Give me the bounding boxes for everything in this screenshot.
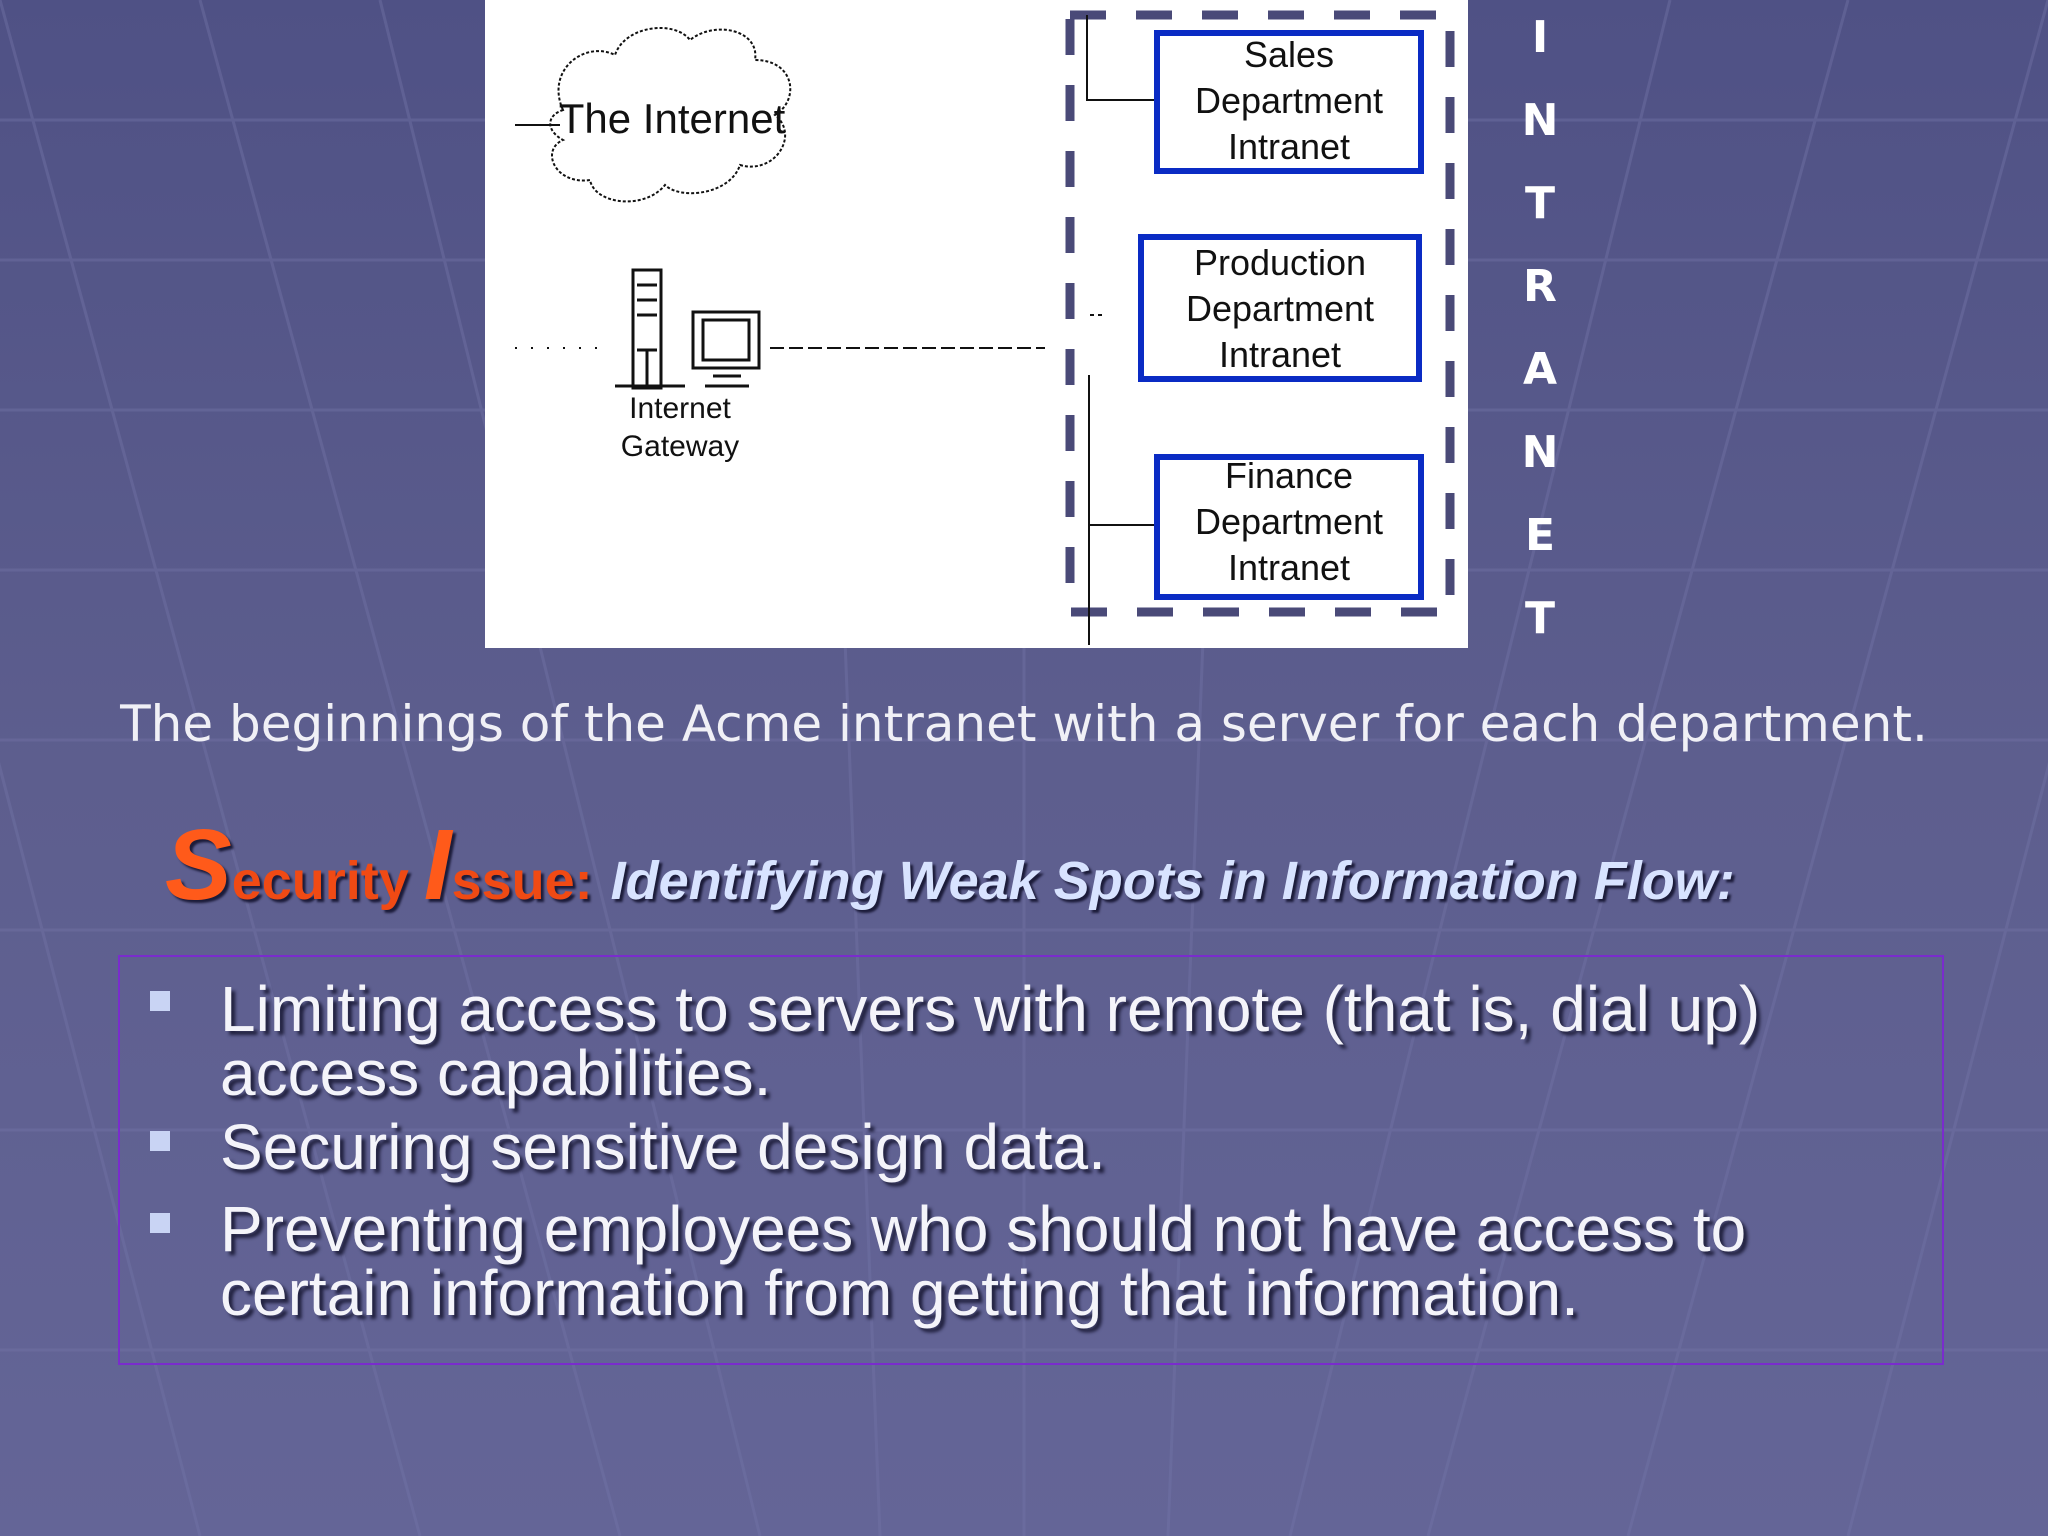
vertical-letter: T bbox=[1524, 178, 1555, 229]
intranet-diagram: The Internet Internet Gateway Sales Depa… bbox=[485, 0, 1468, 648]
gateway-label: Internet Gateway bbox=[620, 392, 740, 463]
finance-intranet-box bbox=[1154, 454, 1424, 600]
internet-label: The Internet bbox=[558, 95, 786, 142]
sales-intranet-box bbox=[1154, 30, 1424, 174]
square-bullet-icon bbox=[150, 991, 170, 1011]
bullet-text: Preventing employees who should not have… bbox=[220, 1193, 1747, 1329]
vertical-letter: R bbox=[1523, 261, 1557, 312]
vertical-intranet-word: I N T R A N E T bbox=[1500, 8, 1580, 672]
vertical-letter: E bbox=[1524, 510, 1556, 561]
vertical-letter: T bbox=[1524, 593, 1555, 644]
square-bullet-icon bbox=[150, 1131, 170, 1151]
bullet-box: Limiting access to servers with remote (… bbox=[118, 955, 1944, 1365]
heading-issue: ssue: bbox=[451, 851, 593, 911]
vertical-letter: I bbox=[1531, 12, 1549, 63]
diagram-lines bbox=[515, 10, 1455, 645]
bullet-text: Limiting access to servers with remote (… bbox=[220, 973, 1761, 1109]
finance-intranet-label: Finance Department Intranet bbox=[1194, 455, 1384, 588]
square-bullet-icon bbox=[150, 1213, 170, 1233]
diagram-caption: The beginnings of the Acme intranet with… bbox=[120, 695, 1928, 753]
bullet-text: Securing sensitive design data. bbox=[220, 1111, 1106, 1183]
heading-cap-s: S bbox=[165, 809, 232, 921]
sales-intranet-label: Sales Department Intranet bbox=[1194, 34, 1384, 167]
vertical-letter: A bbox=[1522, 344, 1558, 395]
heading-cap-i: I bbox=[423, 809, 452, 921]
vertical-letter: N bbox=[1521, 427, 1559, 478]
heading-subtitle: Identifying Weak Spots in Information Fl… bbox=[610, 851, 1735, 911]
production-intranet-box bbox=[1138, 234, 1422, 382]
cloud-icon bbox=[549, 27, 792, 203]
production-intranet-label: Production Department Intranet bbox=[1185, 242, 1375, 375]
gateway-computer-icon bbox=[615, 268, 761, 390]
heading-security: ecurity bbox=[231, 851, 424, 911]
vertical-letter: N bbox=[1521, 95, 1559, 146]
section-heading: Security Issue: Identifying Weak Spots in… bbox=[165, 808, 1925, 928]
